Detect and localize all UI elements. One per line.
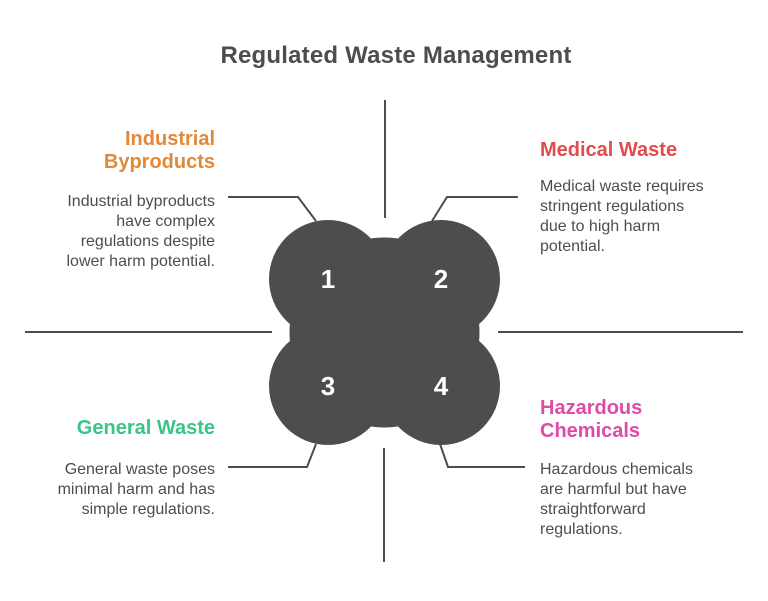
connector-lines (25, 100, 743, 562)
connector-industrial (228, 196, 317, 222)
section-description-industrial: Industrial byproducts have complex regul… (40, 192, 215, 272)
description-line: minimal harm and has (57, 481, 215, 498)
description-line: simple regulations. (81, 501, 215, 518)
petal-numbers: 1 2 3 4 (321, 264, 449, 401)
description-line: Medical waste requires (540, 178, 704, 195)
title-line: Medical Waste (540, 139, 678, 161)
section-description-general: General waste poses minimal harm and has… (40, 460, 215, 520)
connector-hazardous (439, 443, 525, 468)
clover-center-circle (289, 237, 480, 428)
section-general-waste: General Waste General waste poses minima… (40, 417, 215, 520)
title-line: Chemicals (540, 420, 641, 442)
section-industrial-byproducts: Industrial Byproducts Industrial byprodu… (40, 128, 215, 272)
description-line: have complex (116, 213, 215, 230)
description-line: are harmful but have (540, 481, 687, 498)
description-line: lower harm potential. (66, 253, 215, 270)
section-title-industrial: Industrial Byproducts (40, 128, 215, 174)
description-line: Industrial byproducts (67, 193, 215, 210)
section-description-hazardous: Hazardous chemicals are harmful but have… (540, 460, 730, 540)
section-title-hazardous: Hazardous Chemicals (540, 397, 730, 443)
petal-number-3: 3 (321, 371, 335, 401)
title-line: General Waste (76, 417, 215, 439)
description-line: regulations despite (80, 233, 215, 250)
section-title-general: General Waste (40, 417, 215, 440)
connector-medical (431, 196, 518, 222)
section-medical-waste: Medical Waste Medical waste requires str… (540, 139, 730, 257)
petal-number-2: 2 (434, 264, 448, 294)
description-line: General waste poses (64, 461, 215, 478)
description-line: regulations. (540, 521, 623, 538)
description-line: potential. (540, 238, 605, 255)
description-line: straightforward (540, 501, 646, 518)
title-line: Hazardous (540, 397, 643, 419)
description-line: due to high harm (540, 218, 661, 235)
section-title-medical: Medical Waste (540, 139, 730, 162)
description-line: Hazardous chemicals (540, 461, 693, 478)
page-title: Regulated Waste Management (220, 42, 572, 69)
connector-general (228, 443, 317, 468)
clover-shape (269, 220, 500, 445)
title-line: Byproducts (103, 151, 215, 173)
petal-number-1: 1 (321, 264, 335, 294)
petal-number-4: 4 (434, 371, 449, 401)
title-line: Industrial (124, 128, 215, 150)
section-hazardous-chemicals: Hazardous Chemicals Hazardous chemicals … (540, 397, 730, 540)
description-line: stringent regulations (540, 198, 685, 215)
section-description-medical: Medical waste requires stringent regulat… (540, 177, 730, 257)
